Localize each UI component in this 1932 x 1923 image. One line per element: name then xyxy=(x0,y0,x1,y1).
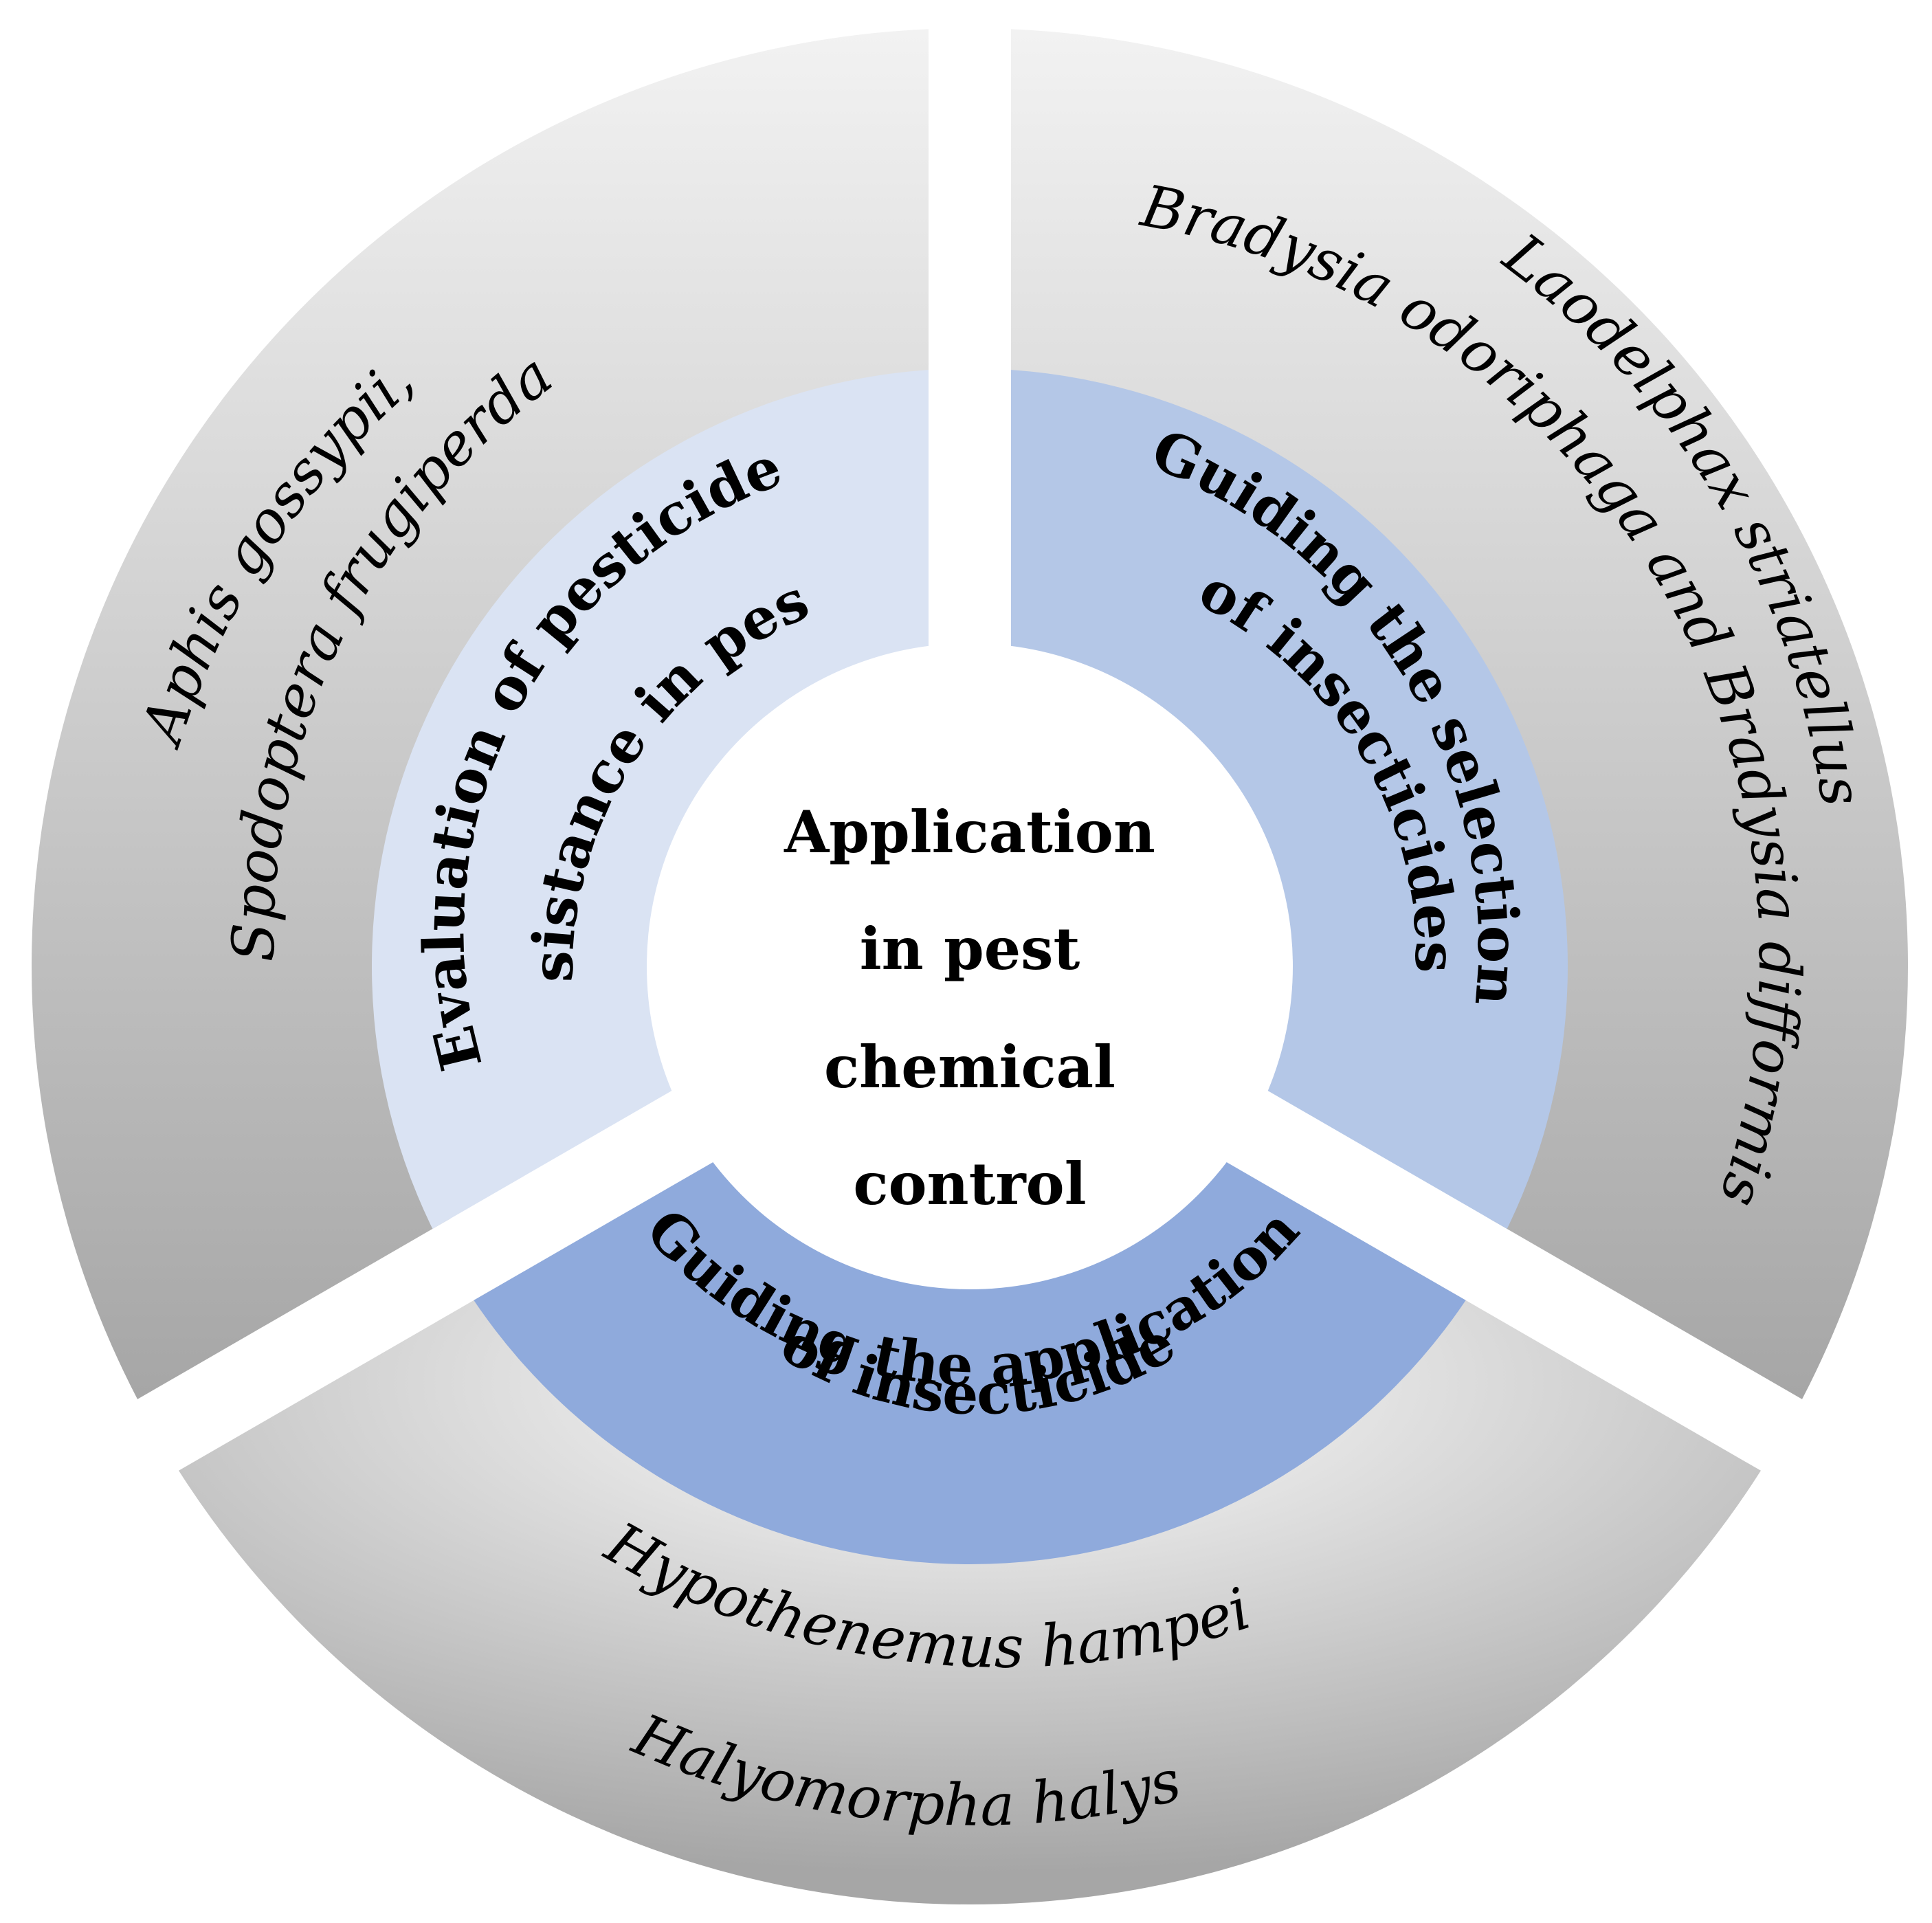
inner-segment-selection xyxy=(1011,370,1568,1230)
outer-segment-selection xyxy=(1011,29,1909,1399)
center-label-line-4: control xyxy=(853,1150,1086,1218)
center-label-line-2: in pest xyxy=(860,915,1080,983)
outer-segment-application xyxy=(179,1289,1761,1904)
center-label-line-3: chemical xyxy=(824,1033,1115,1101)
inner-segment-resistance xyxy=(371,370,929,1230)
center-label-line-1: Application xyxy=(784,798,1155,866)
outer-segment-resistance xyxy=(32,29,929,1399)
inner-segment-application xyxy=(474,1155,1466,1564)
center-disc xyxy=(647,643,1293,1289)
